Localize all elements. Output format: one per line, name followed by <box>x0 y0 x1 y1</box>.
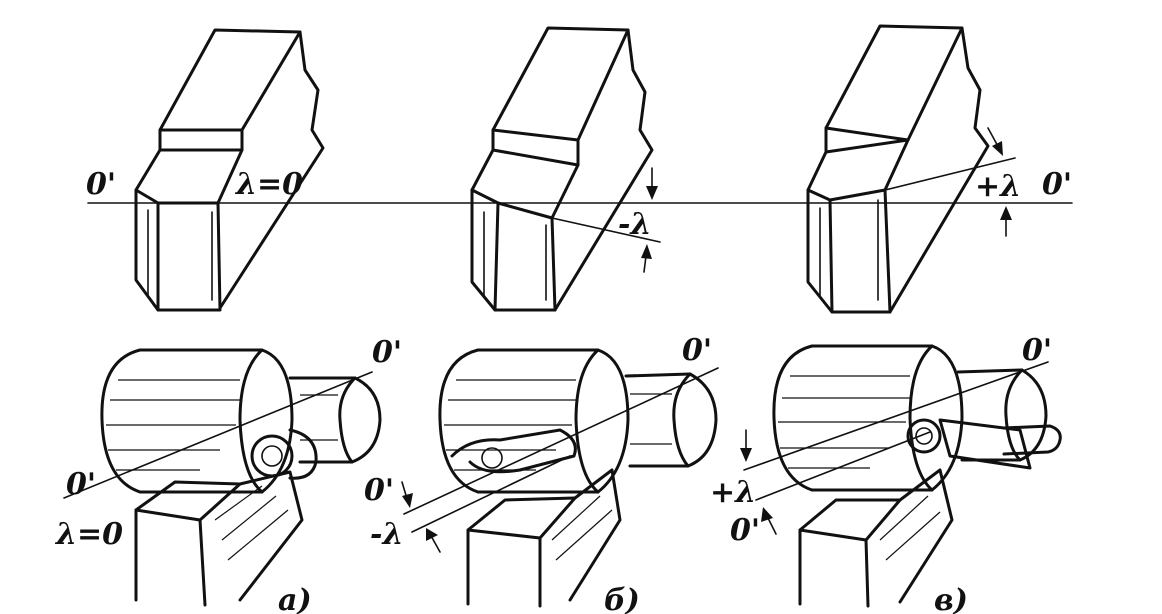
panel-a-axis-label: 0' <box>86 167 116 202</box>
panel-v-caption: в) <box>934 583 968 614</box>
panel-b-angle-arrows <box>641 167 658 273</box>
panel-b-angle-label: -λ <box>618 207 652 242</box>
panel-b-tool-bottom <box>403 367 719 608</box>
panel-b-bottom-angle-arrows <box>401 481 441 553</box>
panel-v-axis-left-label: 0' <box>730 513 760 548</box>
panel-b-angle-label-bottom: -λ <box>370 517 404 552</box>
panel-a-angle-label-bottom: λ=0 <box>54 517 123 552</box>
panel-v-axis-label: 0' <box>1042 167 1072 202</box>
panel-v-angle-label-bottom: +λ <box>710 475 756 510</box>
panel-v-angle-arrows <box>987 127 1012 237</box>
panel-b-axis-left-label: 0' <box>364 473 394 508</box>
panel-b-workpiece <box>438 348 718 494</box>
panel-v-workpiece <box>772 344 1062 492</box>
panel-a-axis-top-label: 0' <box>372 335 402 370</box>
panel-a-cutting-tool <box>134 28 325 312</box>
panel-b-axis-top-label: 0' <box>682 333 712 368</box>
panel-v-angle-label: +λ <box>975 169 1021 204</box>
panel-a-caption: а) <box>278 583 312 614</box>
panel-v-axis-top-label: 0' <box>1022 333 1052 368</box>
panel-a-workpiece <box>100 348 382 494</box>
panel-a-angle-label: λ=0 <box>234 167 303 202</box>
panel-a-tool-bottom <box>63 371 373 607</box>
panel-v-tool-bottom <box>743 361 1049 608</box>
panel-b-caption: б) <box>604 583 640 614</box>
panel-b-cutting-tool <box>470 26 661 312</box>
panel-a-axis-left-label: 0' <box>66 467 96 502</box>
panel-v-bottom-angle-arrows <box>740 429 777 535</box>
panel-v-cutting-tool <box>806 24 1016 314</box>
